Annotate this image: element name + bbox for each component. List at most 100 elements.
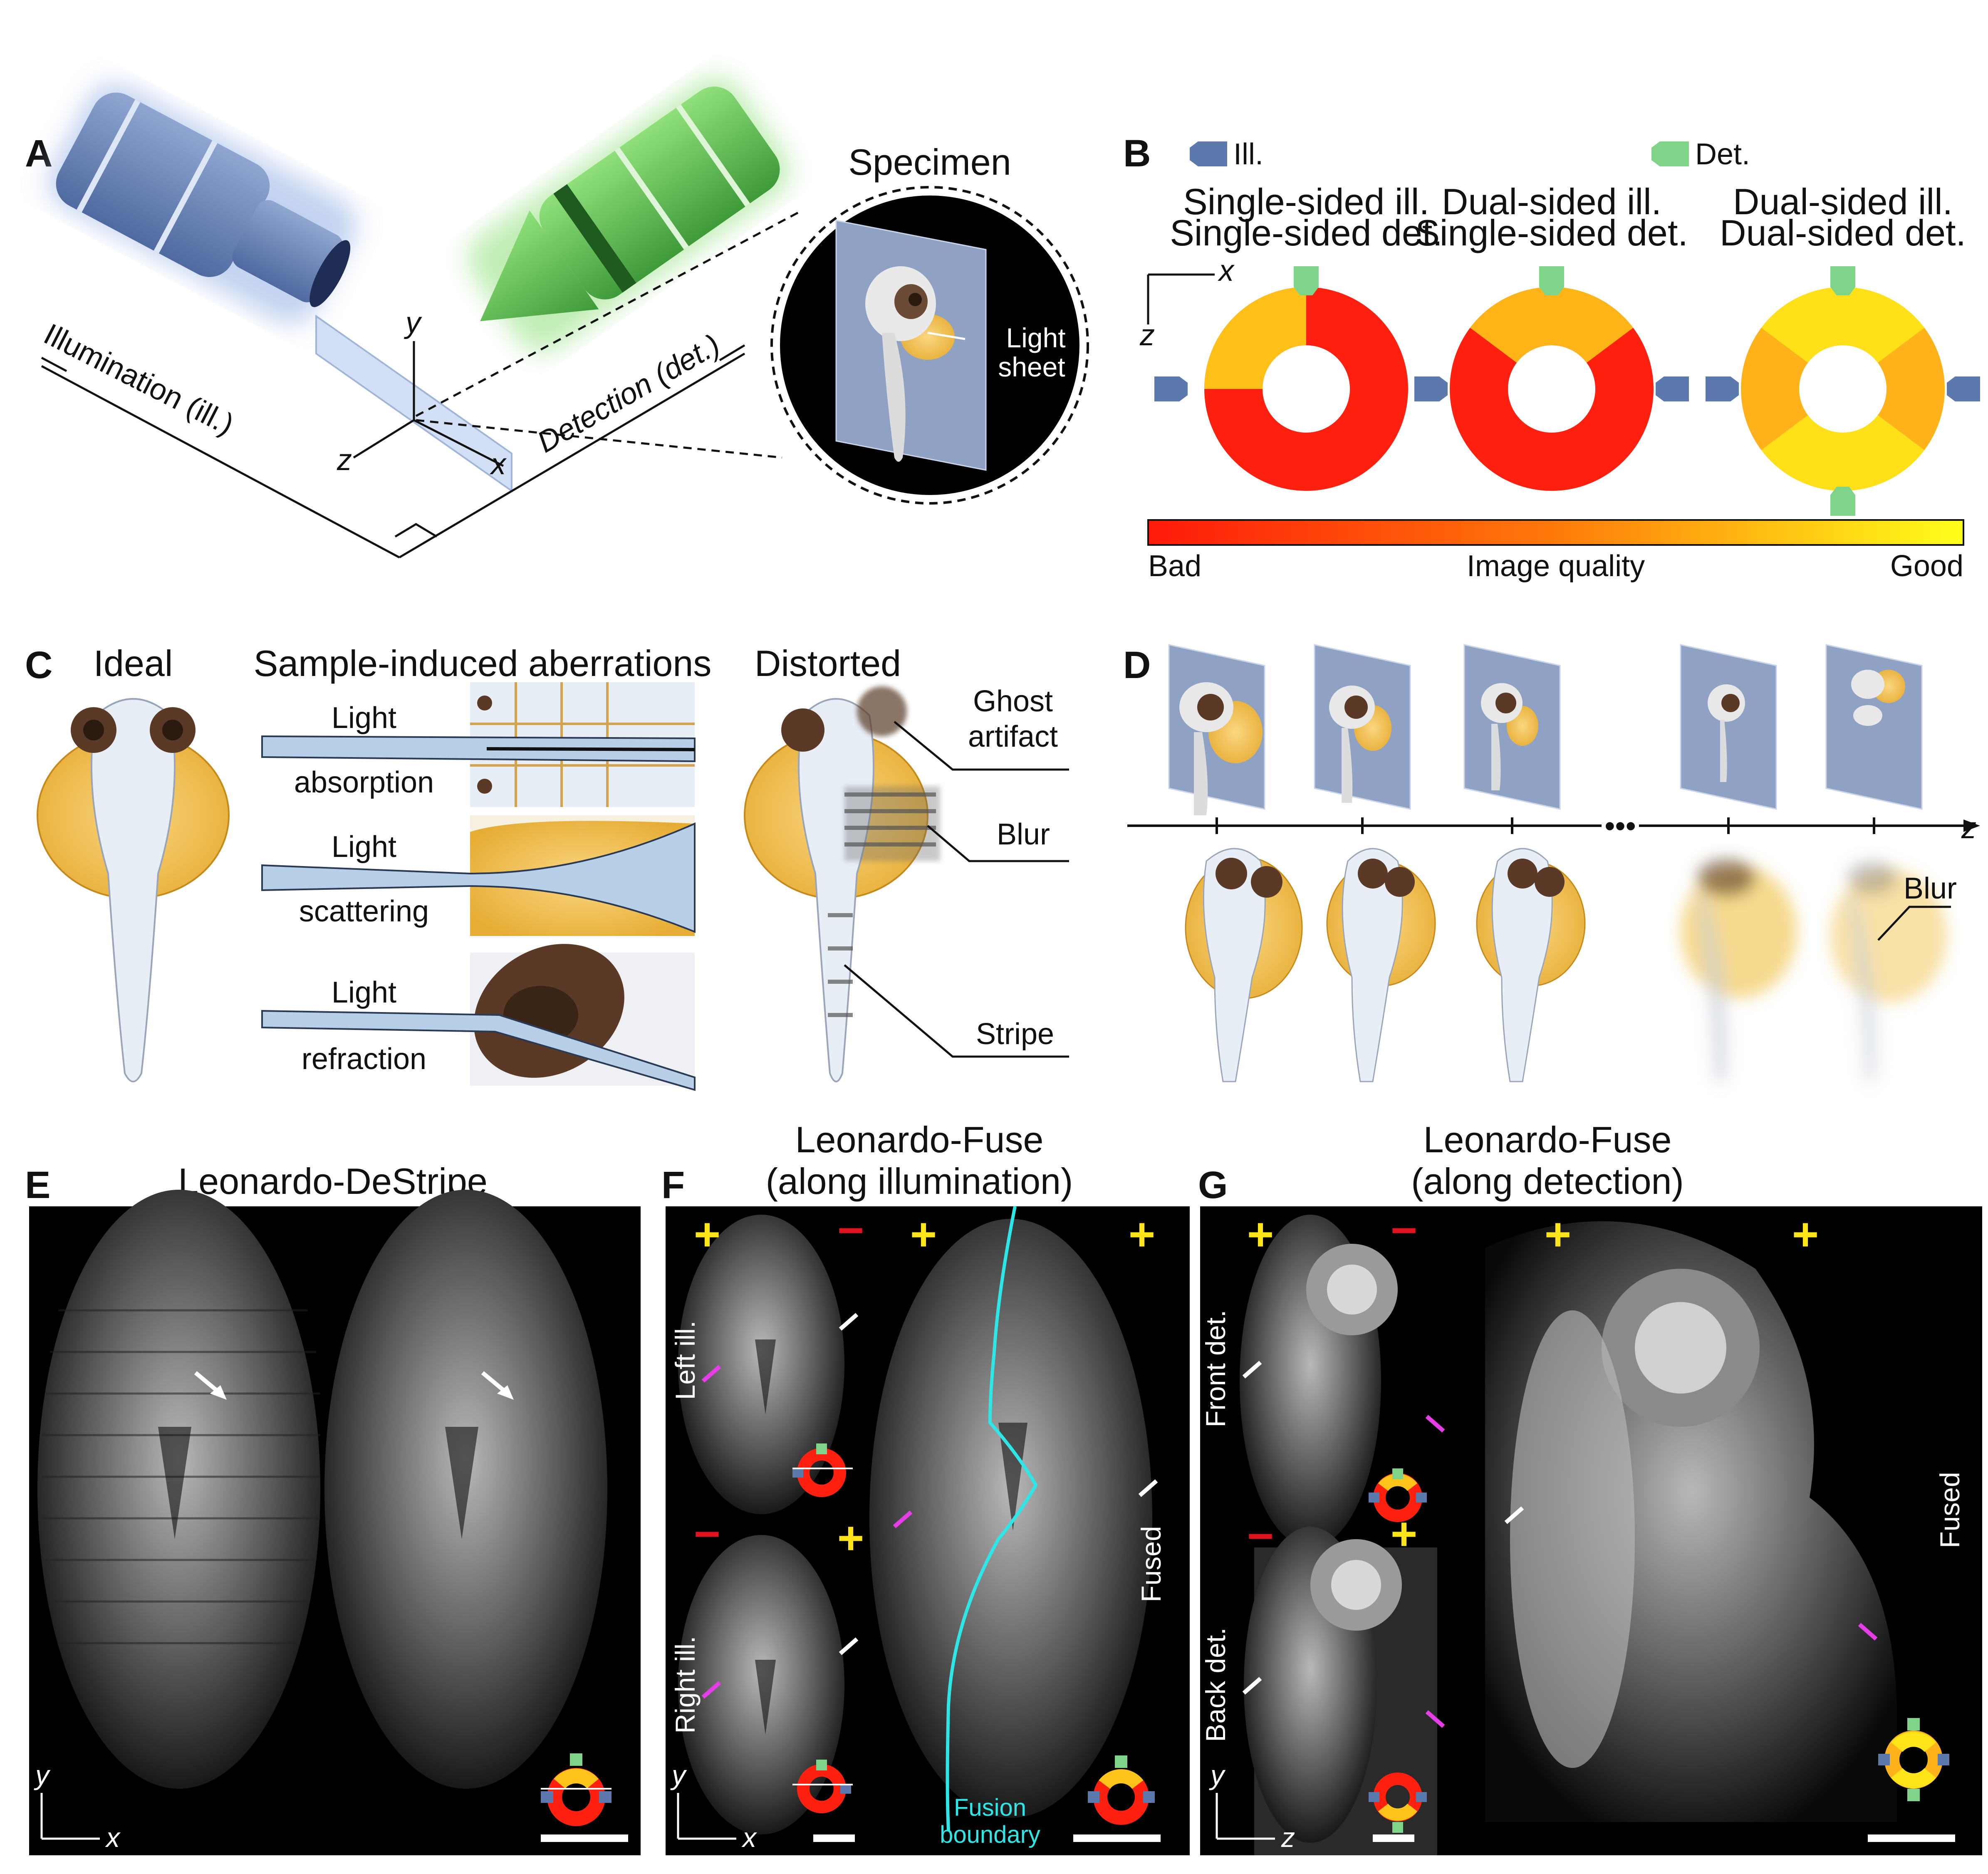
distorted-title: Distorted [755, 643, 901, 684]
config-3-line1: Dual-sided ill. [1733, 181, 1953, 222]
z-axis-ticks [1216, 817, 1875, 834]
axis-z-label-g: z [1281, 1822, 1295, 1853]
ring3-ill-left-icon [1706, 376, 1739, 401]
scale-bar-g-1 [1373, 1834, 1414, 1842]
aberrations-title: Sample-induced aberrations [254, 643, 712, 684]
panel-f-title-1: Leonardo-Fuse [795, 1119, 1044, 1160]
scale-bar-e [541, 1834, 628, 1842]
front-det-image [1240, 1215, 1398, 1547]
refraction-line1: Light [332, 976, 396, 1009]
sheet-stack [1168, 644, 1923, 810]
axis-y-label-e: y [34, 1760, 51, 1790]
axis-z-label-d: z [1961, 812, 1976, 845]
callout-lines-c [844, 721, 1069, 1058]
panel-letter-a: A [25, 132, 52, 175]
panel-f-title-2: (along illumination) [766, 1161, 1073, 1202]
config-1-line2: Single-sided det. [1170, 212, 1443, 253]
right-ill-label: Right ill. [670, 1636, 701, 1734]
ring3-det-bottom-icon [1830, 487, 1855, 516]
ring-inset-g-2 [1369, 1773, 1427, 1833]
fused-det-image [1485, 1221, 1897, 1822]
front-det-label: Front det. [1200, 1310, 1231, 1427]
panel-letter-b: B [1123, 132, 1151, 175]
scale-bar-g-2 [1868, 1834, 1955, 1842]
panel-letter-e: E [25, 1164, 50, 1206]
detection-axis-label: Detection (det.) [532, 328, 725, 459]
ideal-larva-icon [37, 698, 230, 1082]
zebrafish-larva-icon [865, 266, 955, 462]
axis-y-label-f: y [670, 1760, 687, 1790]
fusion-boundary-line [946, 1206, 1038, 1831]
sheet-larvae [1179, 670, 1905, 815]
axes-a [353, 341, 504, 467]
panel-d: D [1123, 644, 1980, 1082]
light-sheet-label-1: Light [1006, 322, 1065, 353]
config-3-line2: Dual-sided det. [1720, 212, 1966, 253]
plus-f-1: + [694, 1209, 720, 1260]
axis-z-label-b: z [1139, 319, 1155, 352]
ring1-det-icon [1294, 266, 1319, 295]
panel-letter-d: D [1123, 644, 1151, 686]
absorption-line1: Light [332, 701, 396, 735]
scattering-line2: scattering [299, 895, 429, 928]
legend-det: Det. [1695, 138, 1750, 171]
axes-b [1147, 273, 1215, 324]
minus-f-1: − [837, 1205, 864, 1256]
plus-g-1: + [1247, 1209, 1274, 1260]
ring1-ill-icon [1154, 376, 1188, 401]
axis-x-label-f: x [741, 1822, 757, 1853]
zoom-lines [415, 209, 804, 459]
specimen-circle [770, 186, 1089, 505]
ring-inset-g-3 [1878, 1718, 1949, 1801]
fusion-label-1: Fusion [954, 1794, 1026, 1821]
ring2-det-icon [1539, 266, 1564, 295]
axes-e [40, 1793, 100, 1840]
magenta-arrow-icons-f [701, 1365, 913, 1699]
minus-g-1: − [1391, 1205, 1417, 1256]
panel-letter-f: F [661, 1164, 685, 1206]
ring3-det-top-icon [1830, 266, 1855, 295]
magenta-arrow-icons-g [1425, 1415, 1878, 1728]
z-ellipsis: ••• [1604, 810, 1636, 843]
panel-b: B Ill. Det. Single-sided ill. Single-sid… [1123, 132, 1980, 583]
fused-label-g: Fused [1934, 1472, 1965, 1548]
axis-x-label-b: x [1218, 254, 1235, 287]
back-det-image [1244, 1527, 1437, 1855]
detection-legend-icon [1651, 141, 1689, 166]
ghost-label-1: Ghost [973, 685, 1053, 718]
ring2-ill-right-icon [1656, 376, 1689, 401]
illumination-objective-icon [48, 83, 357, 324]
ghost-label-2: artifact [968, 720, 1058, 753]
fused-brain-f [869, 1219, 1152, 1818]
stripe-label: Stripe [976, 1017, 1054, 1051]
ring-inset-f-3 [1088, 1755, 1155, 1825]
plus-f-3: + [1129, 1209, 1155, 1260]
panel-letter-c: C [25, 644, 52, 686]
axis-x-label-a: x [490, 448, 507, 481]
projection-larva-5-blurred [1830, 861, 1947, 1082]
left-ill-label: Left ill. [670, 1321, 701, 1400]
ideal-title: Ideal [94, 643, 173, 684]
plus-f-4: + [837, 1513, 864, 1564]
fused-label-f: Fused [1136, 1526, 1166, 1602]
config-2-line2: Single-sided det. [1415, 212, 1688, 253]
refraction-line2: refraction [302, 1042, 426, 1076]
ring-inset-g-1 [1369, 1468, 1427, 1522]
detection-objective-icon [468, 77, 790, 352]
specimen-title: Specimen [848, 141, 1011, 183]
panel-g: G Leonardo-Fuse (along detection) + − + … [1198, 1119, 1982, 1855]
scale-bar-f-1 [813, 1834, 855, 1842]
fusion-label-2: boundary [940, 1821, 1040, 1848]
base-frame [41, 352, 745, 559]
axis-z-label-a: z [337, 443, 352, 477]
panel-g-title-2: (along detection) [1411, 1161, 1684, 1202]
ring2-ill-left-icon [1414, 376, 1448, 401]
projection-larva-1 [1185, 848, 1303, 1082]
scattering-beam [261, 822, 696, 933]
back-det-label: Back det. [1200, 1627, 1231, 1742]
panel-f: F Leonardo-Fuse (along illumination) Fus… [661, 1119, 1190, 1855]
quality-colorbar [1147, 519, 1964, 546]
projection-larvae [1185, 848, 1947, 1082]
config-2-line1: Dual-sided ill. [1442, 181, 1661, 222]
